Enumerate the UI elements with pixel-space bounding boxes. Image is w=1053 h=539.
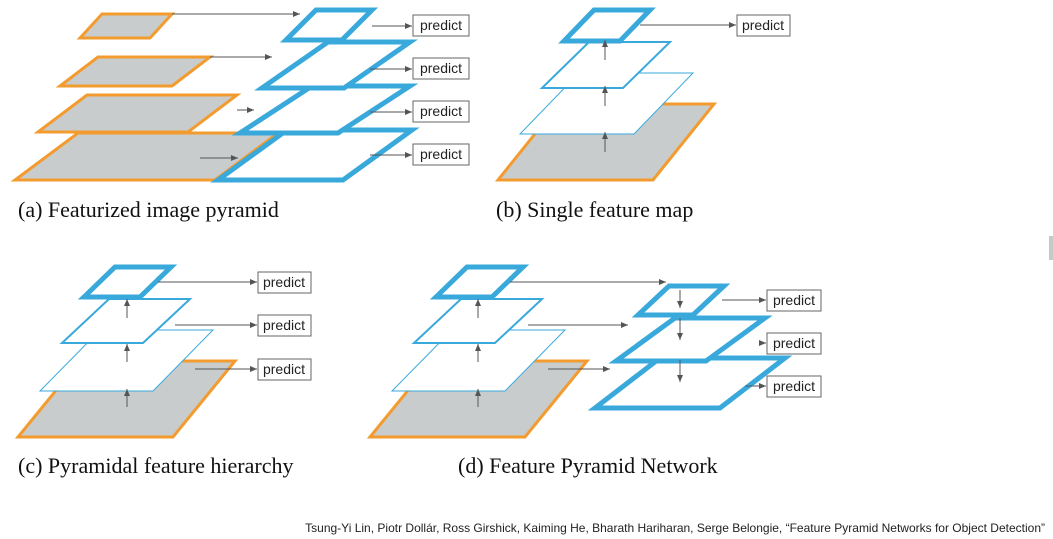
predict-label: predict: [263, 317, 305, 333]
image-layer: [33, 93, 242, 134]
predict-label: predict: [773, 378, 815, 394]
caption-a: (a) Featurized image pyramid: [18, 197, 279, 222]
feature-map: [518, 72, 695, 135]
predict-box: [412, 100, 470, 123]
panel-c: predict predict predict (c) Pyramidal fe…: [14, 264, 312, 478]
feature-map: [77, 264, 178, 300]
scrollbar-thumb[interactable]: [1049, 236, 1053, 260]
predict-box: [257, 358, 312, 381]
predict-box: [412, 57, 470, 80]
panel-d: predict predict predict (d) Feature Pyra…: [366, 264, 822, 478]
feature-map: [558, 7, 656, 44]
feature-map: [631, 283, 731, 318]
predict-box: [257, 271, 312, 294]
predict-box: [766, 289, 822, 312]
caption-b: (b) Single feature map: [496, 197, 693, 222]
caption-d: (d) Feature Pyramid Network: [458, 453, 718, 478]
panel-a: predict predict predict predict (a) Feat…: [10, 7, 470, 222]
predict-box: [412, 14, 470, 37]
caption-c: (c) Pyramidal feature hierarchy: [18, 453, 293, 478]
predict-label: predict: [420, 60, 462, 76]
predict-label: predict: [742, 17, 784, 33]
image-layer: [55, 55, 215, 88]
feature-map: [539, 41, 673, 89]
predict-box: [257, 314, 312, 337]
feature-map: [429, 264, 530, 300]
predict-label: predict: [773, 292, 815, 308]
feature-map: [254, 39, 418, 91]
predict-label: predict: [420, 103, 462, 119]
predict-box: [766, 332, 822, 355]
feature-map: [411, 298, 545, 344]
feature-map: [279, 7, 379, 43]
predict-box: [766, 375, 822, 398]
predict-label: predict: [263, 361, 305, 377]
feature-map: [587, 355, 793, 411]
predict-label: predict: [773, 335, 815, 351]
predict-label: predict: [420, 17, 462, 33]
predict-label: predict: [263, 274, 305, 290]
feature-map: [210, 127, 420, 183]
predict-box: [736, 14, 791, 37]
predict-label: predict: [420, 146, 462, 162]
feature-map: [59, 298, 193, 344]
predict-box: [412, 143, 470, 166]
feature-map: [231, 83, 419, 136]
panel-b: predict (b) Single feature map: [494, 7, 791, 222]
image-layer: [76, 12, 176, 40]
citation-text: Tsung-Yi Lin, Piotr Dollár, Ross Girshic…: [305, 521, 1045, 535]
feature-map: [608, 315, 773, 364]
